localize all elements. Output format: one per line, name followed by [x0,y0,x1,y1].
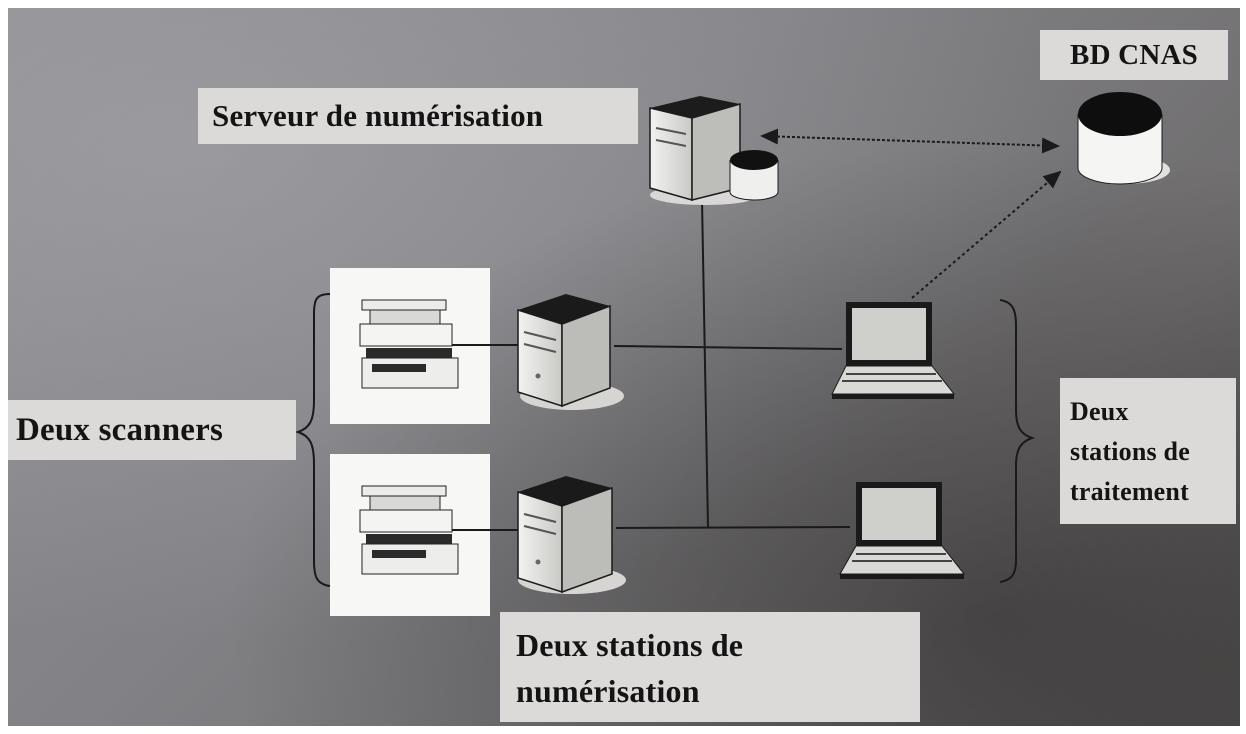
laptop-icon [839,482,966,579]
server-tower-icon [649,96,760,205]
processing-label-line-3: traitement [1070,477,1189,506]
curly-brace-icon [999,299,1036,583]
server-tower-icon [517,294,624,410]
link-station-bottom-to-laptop [615,526,851,529]
scanning-label-line-2: numérisation [516,673,700,709]
connection-lines [452,128,1062,531]
link-server-to-db [760,128,1060,154]
server-tower-icon [517,476,626,594]
database-label: BD CNAS [1040,30,1228,80]
curly-brace-icon [294,293,331,587]
scanners-label: Deux scanners [8,400,296,460]
server-label: Serveur de numérisation [198,88,638,144]
processing-label-line-2: stations de [1070,437,1190,466]
scanning-label-line-1: Deux stations de [516,627,744,663]
processing-label-line-1: Deux [1070,397,1129,426]
scanner-icon [359,299,459,389]
scanning-stations-label: Deux stations de numérisation [500,612,920,722]
database-cylinder-icon [729,150,779,201]
scanner-icon [359,485,459,575]
link-station-top-to-laptop [613,345,843,350]
database-cylinder-icon [1077,92,1170,185]
processing-stations-label: Deux stations de traitement [1060,378,1236,524]
link-laptop-to-db [911,170,1062,299]
link-server-backbone [701,199,709,529]
laptop-icon [831,302,956,399]
